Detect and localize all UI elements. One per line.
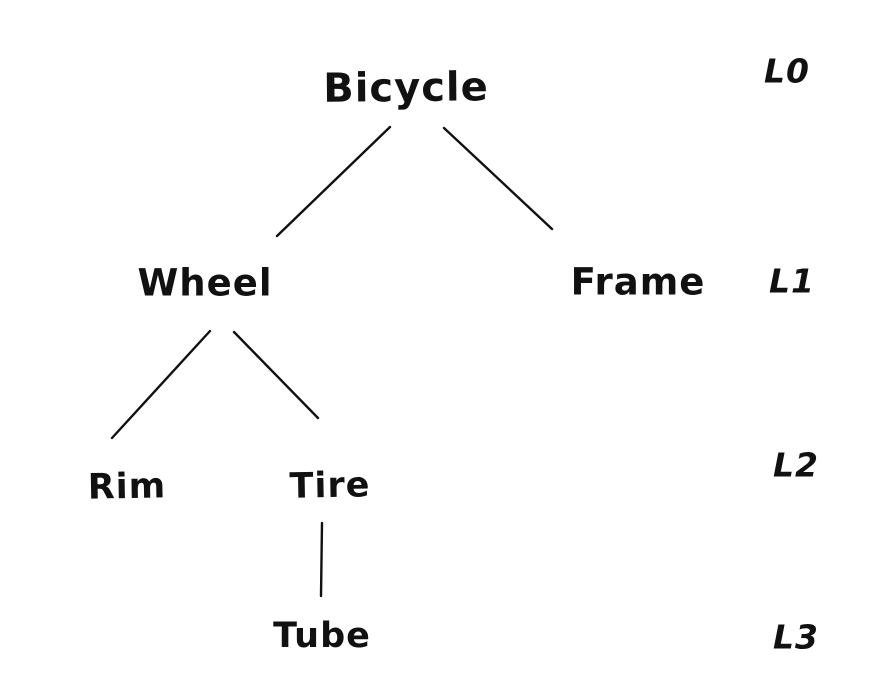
node-bicycle: Bicycle [323, 64, 489, 112]
edge-bicycle-frame [442, 126, 554, 231]
edge-wheel-rim [110, 329, 212, 440]
level-label-l2: L2 [773, 445, 819, 485]
node-rim: Rim [87, 466, 167, 508]
node-frame: Frame [570, 260, 706, 304]
node-tire: Tire [289, 465, 371, 507]
node-tube: Tube [273, 616, 371, 656]
level-label-l1: L1 [769, 261, 815, 301]
node-wheel: Wheel [137, 261, 273, 305]
edge-tire-tube [319, 521, 324, 598]
edge-wheel-tire [232, 330, 320, 420]
level-label-l3: L3 [773, 617, 819, 657]
level-label-l0: L0 [764, 51, 810, 91]
edge-bicycle-wheel [275, 125, 392, 238]
